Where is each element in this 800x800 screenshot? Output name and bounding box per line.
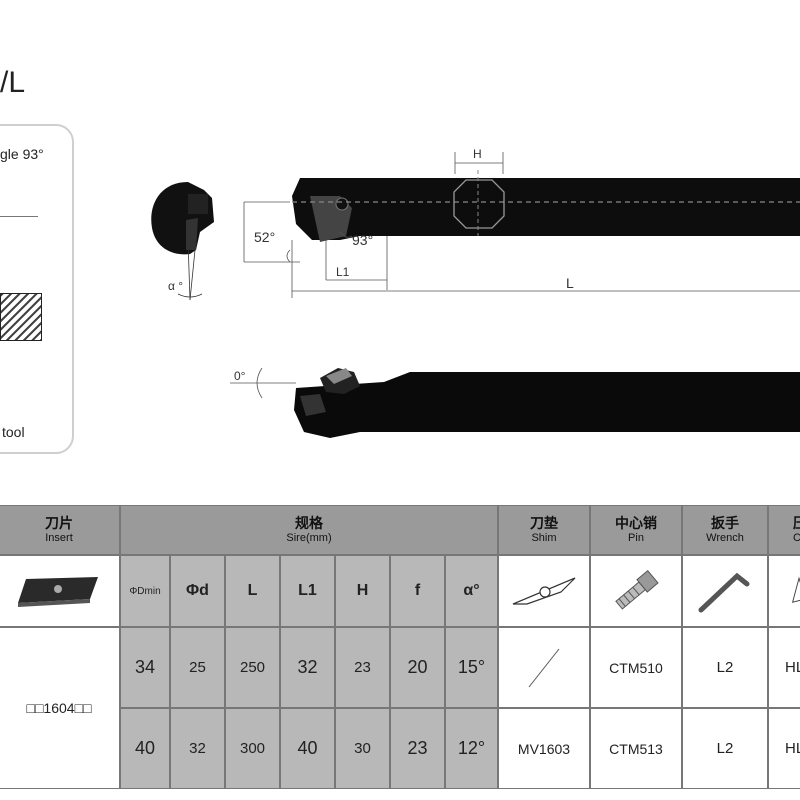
angle-0-label: 0° [234,369,246,383]
approach-angle-label: gle 93° [0,146,44,162]
row1-f: 20 [390,627,445,708]
clamp-header: 压Cl [768,505,800,555]
row1-h: 23 [335,627,390,708]
page-title: /L [0,66,26,99]
row2-d: 32 [170,708,225,789]
pin-icon [615,570,659,610]
wrench-image-cell [682,555,768,627]
wrench-icon [698,572,750,613]
col-d-header: Φd [170,555,225,627]
pin-image-cell [590,555,682,627]
row2-h: 30 [335,708,390,789]
clamp-icon [791,576,800,603]
dim-h-label: H [473,147,482,161]
info-panel [0,124,74,454]
col-f-header: f [390,555,445,627]
row2-alpha: 12° [445,708,498,789]
insert-image-cell [0,555,120,627]
dim-l-label: L [566,275,574,291]
boring-bar-drawing: α ° H 52° 93° L1 L 0° [151,147,800,438]
panel-divider [0,216,38,217]
tool-type-label: tool [2,424,25,440]
col-l1-header: L1 [280,555,335,627]
angle-93-label: 93° [352,232,373,248]
row1-clamp: HL [768,627,800,708]
row1-pin: CTM510 [590,627,682,708]
shim-slash-icon [528,648,560,687]
bar-top-view-icon [292,170,800,242]
col-dmin-header: ΦDmin [120,555,170,627]
row2-clamp: HL [768,708,800,789]
row1-alpha: 15° [445,627,498,708]
col-l-header: L [225,555,280,627]
row1-l: 250 [225,627,280,708]
alpha-angle-label: α ° [168,279,183,293]
row2-pin: CTM513 [590,708,682,789]
shim-image-cell [498,555,590,627]
angle-52-label: 52° [254,229,275,245]
row2-f: 23 [390,708,445,789]
row2-dmin: 40 [120,708,170,789]
row1-dmin: 34 [120,627,170,708]
row2-l1: 40 [280,708,335,789]
col-alpha-header: α° [445,555,498,627]
row1-l1: 32 [280,627,335,708]
clamp-image-cell [768,555,800,627]
material-hatch-swatch [0,293,42,341]
dim-l1-label: L1 [336,265,350,279]
col-h-header: H [335,555,390,627]
row2-wrench: L2 [682,708,768,789]
insert-icon [18,577,98,607]
row1-shim [498,627,590,708]
row1-d: 25 [170,627,225,708]
insert-code-cell: □□1604□□ [0,627,120,789]
bar-side-view-icon [294,368,800,438]
row2-shim: MV1603 [498,708,590,789]
row2-l: 300 [225,708,280,789]
row1-wrench: L2 [682,627,768,708]
end-view-icon [151,182,214,301]
shim-icon [512,577,576,605]
